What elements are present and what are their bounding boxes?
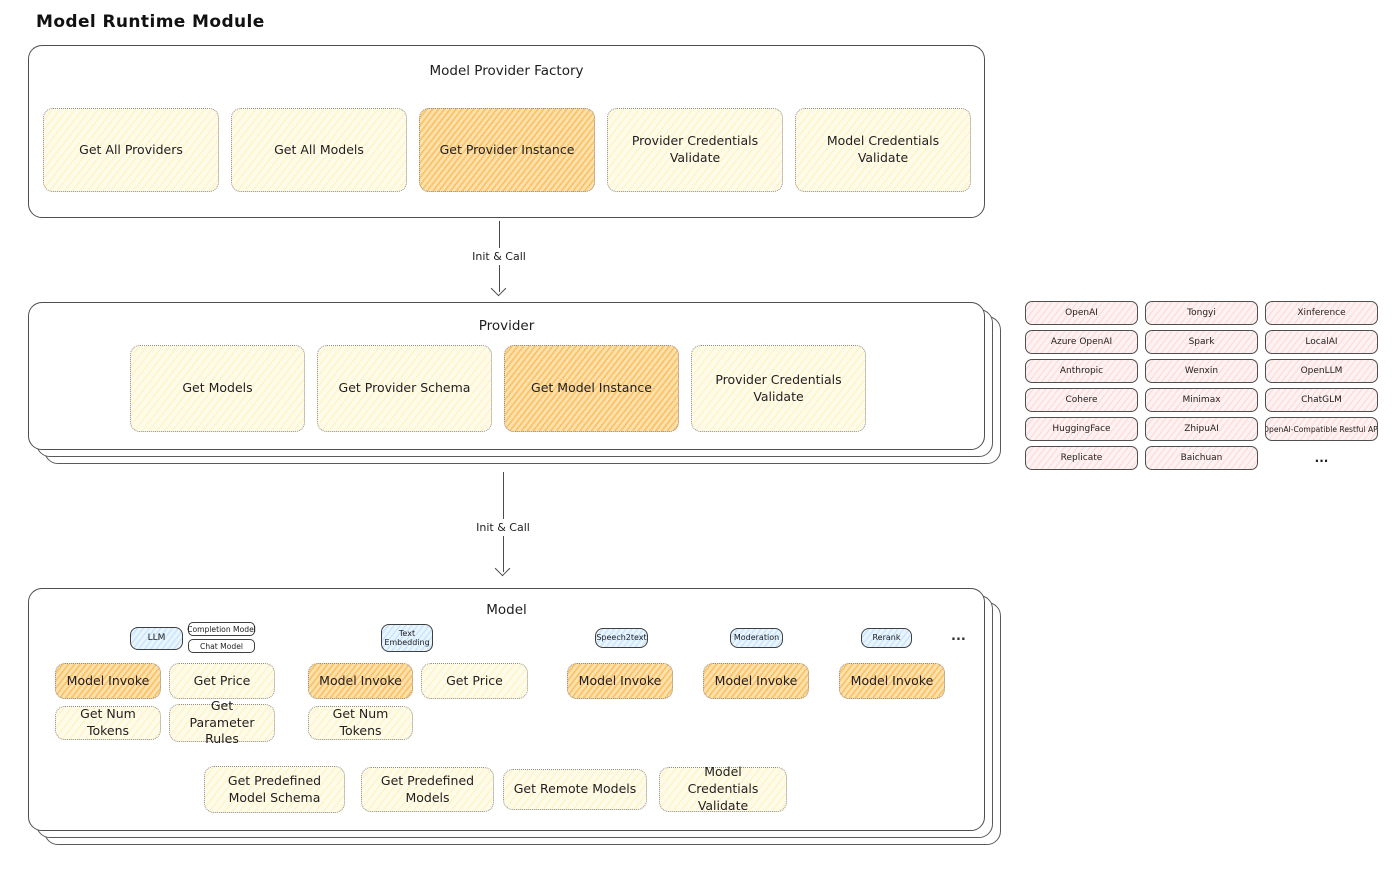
text-embedding-get-price: Get Price (421, 663, 528, 699)
provider-pill-chatglm: ChatGLM (1265, 388, 1378, 412)
rerank-model-invoke: Model Invoke (839, 663, 945, 699)
model-credentials-validate: Model Credentials Validate (659, 764, 787, 813)
provider-panel-title: Provider (478, 318, 535, 334)
page-title: Model Runtime Module (36, 12, 265, 32)
provider-pill-azure-openai: Azure OpenAI (1025, 330, 1138, 354)
factory-get-all-models: Get All Models (231, 108, 407, 192)
tag-chat-model: Chat Model (188, 639, 255, 653)
provider-pill-cohere: Cohere (1025, 388, 1138, 412)
provider-pill-localai: LocalAI (1265, 330, 1378, 354)
text-embedding-model-invoke: Model Invoke (308, 663, 413, 699)
llm-model-invoke: Model Invoke (55, 663, 161, 699)
moderation-model-invoke: Model Invoke (703, 663, 809, 699)
init-call-label-2: Init & Call (470, 519, 536, 536)
factory-model-credentials-validate: Model Credentials Validate (795, 108, 971, 192)
tag-rerank: Rerank (861, 628, 912, 648)
init-call-label-1: Init & Call (466, 248, 532, 265)
provider-pill-openai: OpenAI (1025, 301, 1138, 325)
provider-pill-anthropic: Anthropic (1025, 359, 1138, 383)
model-tags-more: ... (951, 629, 966, 644)
llm-get-price: Get Price (169, 663, 275, 699)
provider-pill-zhipuai: ZhipuAI (1145, 417, 1258, 441)
provider-get-models: Get Models (130, 345, 305, 432)
init-call-arrowhead-2 (494, 560, 511, 577)
provider-get-provider-schema: Get Provider Schema (317, 345, 492, 432)
get-remote-models: Get Remote Models (503, 769, 647, 810)
llm-get-parameter-rules: Get Parameter Rules (169, 698, 275, 746)
get-predefined-models: Get Predefined Models (361, 767, 494, 812)
provider-pill-wenxin: Wenxin (1145, 359, 1258, 383)
tag-completion-model: Completion Model (187, 622, 256, 636)
init-call-arrowhead-1 (490, 280, 507, 297)
factory-get-provider-instance: Get Provider Instance (419, 108, 595, 192)
provider-provider-credentials-validate: Provider Credentials Validate (691, 345, 866, 432)
provider-pill-replicate: Replicate (1025, 446, 1138, 470)
factory-provider-credentials-validate: Provider Credentials Validate (607, 108, 783, 192)
provider-pill-minimax: Minimax (1145, 388, 1258, 412)
tag-llm: LLM (130, 627, 183, 650)
provider-list-grid: OpenAI Tongyi Xinference Azure OpenAI Sp… (1025, 301, 1378, 470)
provider-pill-openai-compatible: OpenAI-Compatible Restful API (1265, 417, 1378, 441)
llm-get-num-tokens: Get Num Tokens (55, 706, 161, 740)
provider-pill-spark: Spark (1145, 330, 1258, 354)
tag-text-embedding: Text Embedding (381, 624, 433, 652)
provider-pill-huggingface: HuggingFace (1025, 417, 1138, 441)
provider-list-more: ... (1314, 451, 1329, 465)
factory-get-all-providers: Get All Providers (43, 108, 219, 192)
provider-pill-xinference: Xinference (1265, 301, 1378, 325)
get-predefined-model-schema: Get Predefined Model Schema (204, 766, 345, 813)
provider-get-model-instance: Get Model Instance (504, 345, 679, 432)
provider-pill-baichuan: Baichuan (1145, 446, 1258, 470)
provider-pill-tongyi: Tongyi (1145, 301, 1258, 325)
text-embedding-get-num-tokens: Get Num Tokens (308, 706, 413, 740)
factory-panel-title: Model Provider Factory (429, 63, 584, 79)
provider-pill-openllm: OpenLLM (1265, 359, 1378, 383)
speech2text-model-invoke: Model Invoke (567, 663, 673, 699)
model-panel-title: Model (486, 602, 527, 618)
tag-moderation: Moderation (730, 628, 783, 648)
tag-speech2text: Speech2text (595, 628, 648, 648)
